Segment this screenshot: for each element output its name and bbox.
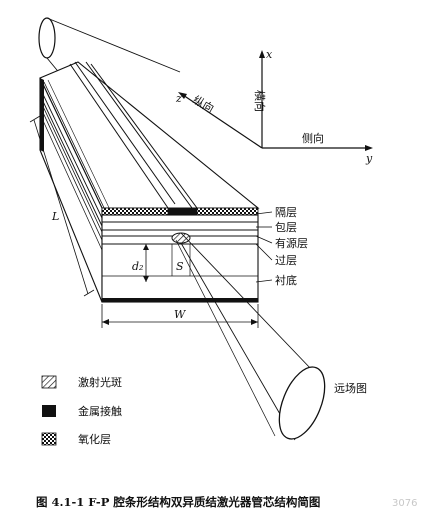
far-field-label: 远场图 (334, 381, 367, 395)
stripe-edge (74, 61, 176, 205)
legend-label-lasing: 激射光斑 (78, 375, 122, 389)
axis-x-label: x (266, 48, 273, 61)
legend-swatch-hatch (41, 375, 57, 389)
dim-L-tick (29, 115, 41, 123)
watermark: 3076 (392, 498, 417, 509)
legend-swatch-checker (41, 432, 57, 446)
legend: 激射光斑 金属接触 氧化层 (41, 375, 122, 446)
side-layer-line (39, 113, 103, 251)
far-beam-line (180, 242, 296, 441)
side-layer-line (39, 94, 103, 227)
stripe-edge (90, 63, 198, 209)
far-beam-line (175, 239, 276, 437)
legend-label-metal: 金属接触 (78, 404, 122, 418)
layer-label-top: 隔层 (275, 206, 297, 219)
dim-S-label: S (176, 260, 184, 273)
side-layer-line (39, 105, 103, 241)
lateral-direction-label: 侧向 (302, 131, 324, 145)
layer-label-lower: 过层 (275, 254, 297, 267)
side-layer-line (39, 99, 103, 233)
figure-caption: 图 4.1-1 F-P 腔条形结构双异质结激光器管芯结构简图 (36, 495, 320, 509)
leader-lower (255, 243, 273, 261)
left-edge-band (40, 78, 44, 152)
stripe-edge (85, 61, 193, 209)
beam-line (46, 17, 181, 73)
dim-L-label: L (51, 210, 59, 223)
leader-active (255, 235, 273, 244)
near-field-spot (38, 17, 56, 59)
far-field-pattern (278, 366, 326, 440)
dim-d2-label: d₂ (132, 260, 143, 273)
stripe-edge (69, 63, 169, 209)
front-facet (101, 214, 259, 303)
top-edge-line (43, 81, 107, 213)
vertical-direction-label: 横向 (253, 90, 267, 112)
axis-y-label: y (365, 152, 373, 165)
dim-L-line (33, 119, 89, 295)
top-edge-line (47, 79, 113, 215)
side-layer-line (39, 87, 103, 219)
legend-swatch-solid (42, 405, 56, 417)
lasing-spot (171, 232, 191, 244)
bottom-contact (102, 298, 258, 302)
layer-label-active: 有源层 (275, 236, 308, 250)
front-oxide-right (196, 207, 259, 216)
leader-top (255, 211, 273, 215)
layer-label-cladding: 包层 (275, 221, 297, 234)
layer-label-substrate: 衬底 (275, 273, 297, 287)
front-oxide-left (101, 207, 169, 216)
dim-W-label: W (174, 308, 187, 321)
longitudinal-direction-label: 纵向 (191, 92, 217, 115)
axis-z-label: z (175, 92, 182, 105)
leader-substrate (255, 279, 273, 283)
front-metal-contact (168, 208, 197, 215)
legend-label-oxide: 氧化层 (78, 432, 111, 446)
far-beam-line (180, 232, 313, 371)
dim-L-tick (83, 289, 95, 297)
coordinate-axes (178, 50, 373, 151)
